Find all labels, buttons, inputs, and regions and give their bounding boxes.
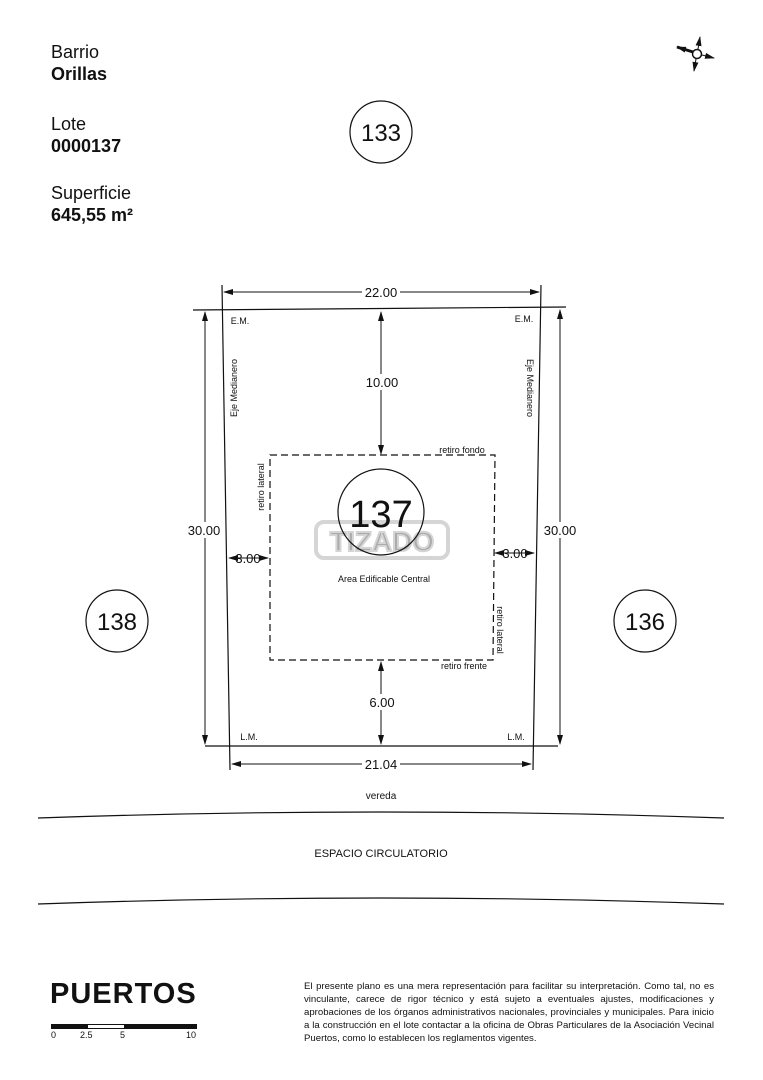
lote-label: Lote (51, 114, 87, 134)
watermark-logo: TIZADO (314, 520, 450, 560)
scale-label: 10 (186, 1030, 197, 1040)
retiro-lateral-left: retiro lateral (256, 463, 266, 511)
neighbor-number: 133 (361, 120, 401, 147)
superficie-label: Superficie (51, 183, 132, 203)
espacio-circulatorio-label: ESPACIO CIRCULATORIO (314, 848, 448, 860)
neighbor-number: 136 (625, 609, 665, 636)
left-setback-label: 3.00 (235, 551, 260, 566)
em-right: E.M. (515, 314, 534, 324)
barrio-label: Barrio (51, 42, 100, 62)
compass-icon (676, 36, 715, 72)
disclaimer-text: El presente plano es una mera representa… (304, 981, 714, 1044)
dim-bottom-label: 21.04 (365, 757, 398, 772)
dim-right-label: 30.00 (544, 523, 577, 538)
buildable-area (269, 454, 496, 661)
neighbor-lot-136: 136 (613, 589, 677, 653)
lm-left: L.M. (240, 732, 258, 742)
lote-block: Lote 0000137 (51, 113, 121, 157)
lot-number-badge: 137 (337, 468, 425, 556)
scale-label: 5 (120, 1030, 126, 1040)
eje-medianero-right: Eje Medianero (525, 359, 535, 417)
retiro-fondo: retiro fondo (439, 445, 485, 455)
dim-left-label: 30.00 (188, 523, 221, 538)
sidewalk-line (37, 811, 725, 819)
lot-number: 137 (349, 494, 412, 536)
vereda-label: vereda (366, 791, 397, 802)
lot-boundary (192, 284, 567, 771)
svg-text:TIZADO: TIZADO (330, 526, 434, 557)
back-setback-label: 10.00 (366, 375, 399, 390)
neighbor-number: 138 (97, 609, 137, 636)
barrio-value: Orillas (51, 64, 108, 84)
dim-top-label: 22.00 (365, 285, 398, 300)
scale-bar (51, 1024, 197, 1029)
retiro-frente: retiro frente (441, 661, 487, 671)
right-setback-label: 3.00 (502, 546, 527, 561)
neighbor-lot-133: 133 (349, 100, 413, 164)
scale-label: 0 (51, 1030, 57, 1040)
scale-label: 2.5 (80, 1030, 93, 1040)
eje-medianero-left: Eje Medianero (229, 359, 239, 417)
em-left: E.M. (231, 316, 250, 326)
front-setback-label: 6.00 (369, 695, 394, 710)
street-line (37, 897, 725, 905)
lote-value: 0000137 (51, 136, 122, 156)
superficie-value: 645,55 m² (51, 205, 134, 225)
lm-right: L.M. (507, 732, 525, 742)
superficie-block: Superficie 645,55 m² (51, 182, 133, 226)
neighbor-lot-138: 138 (85, 589, 149, 653)
puertos-logo: PUERTOS (50, 978, 197, 1010)
barrio-block: Barrio Orillas (51, 41, 107, 85)
area-edificable-label: Area Edificable Central (338, 574, 430, 584)
retiro-lateral-right: retiro lateral (495, 606, 505, 654)
